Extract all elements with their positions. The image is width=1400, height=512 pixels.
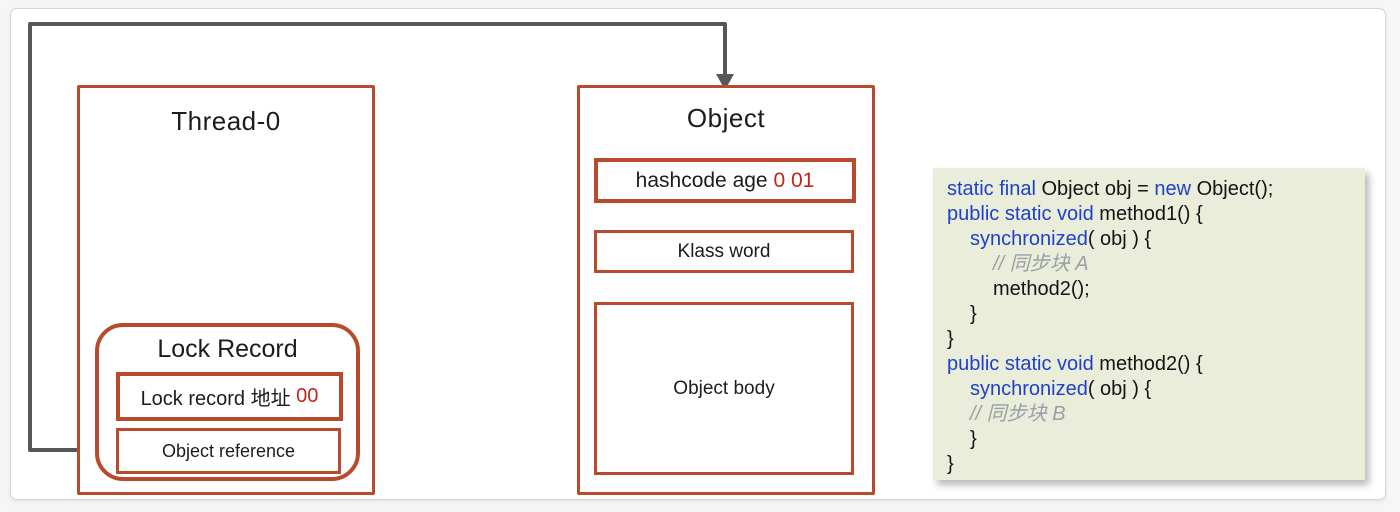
code-line: synchronized( obj ) { bbox=[970, 378, 1152, 400]
object-box: Object hashcode age 0 01 Klass word Obje… bbox=[577, 85, 875, 495]
code-line: method2(); bbox=[993, 278, 1090, 300]
hashcode-age-cell: hashcode age 0 01 bbox=[594, 158, 856, 203]
object-title: Object bbox=[686, 103, 766, 133]
hashcode-age-label: hashcode age bbox=[635, 168, 774, 192]
code-line: } bbox=[970, 428, 977, 450]
code-line: } bbox=[970, 303, 977, 325]
object-body-label: Object body bbox=[673, 377, 775, 399]
lock-record-container: Lock Record Lock record 地址 00 Object ref… bbox=[95, 323, 360, 481]
code-line: } bbox=[947, 328, 954, 350]
lock-record-address-label: Lock record 地址 bbox=[140, 388, 297, 410]
thread-box: Thread-0 Lock Record Lock record 地址 00 O… bbox=[77, 85, 375, 495]
code-line: // 同步块 A bbox=[993, 253, 1089, 275]
klass-word-cell: Klass word bbox=[594, 230, 854, 273]
lock-record-address-value: 00 bbox=[296, 385, 319, 407]
code-line: static final Object obj = new Object(); bbox=[947, 178, 1274, 200]
thread-title: Thread-0 bbox=[171, 106, 281, 136]
code-line: synchronized( obj ) { bbox=[970, 228, 1152, 250]
lock-record-title: Lock Record bbox=[157, 335, 298, 363]
object-reference-cell: Object reference bbox=[116, 428, 341, 474]
lock-record-address-cell: Lock record 地址 00 bbox=[116, 372, 343, 421]
hashcode-age-value: 0 01 bbox=[773, 168, 815, 192]
code-line: public static void method1() { bbox=[947, 203, 1203, 225]
code-panel: static final Object obj = new Object(); p… bbox=[933, 168, 1365, 480]
code-line: // 同步块 B bbox=[970, 403, 1066, 425]
object-body-cell: Object body bbox=[594, 302, 854, 475]
object-reference-label: Object reference bbox=[161, 440, 296, 461]
code-line: } bbox=[947, 453, 954, 475]
code-line: public static void method2() { bbox=[947, 353, 1203, 375]
klass-word-label: Klass word bbox=[677, 240, 771, 262]
